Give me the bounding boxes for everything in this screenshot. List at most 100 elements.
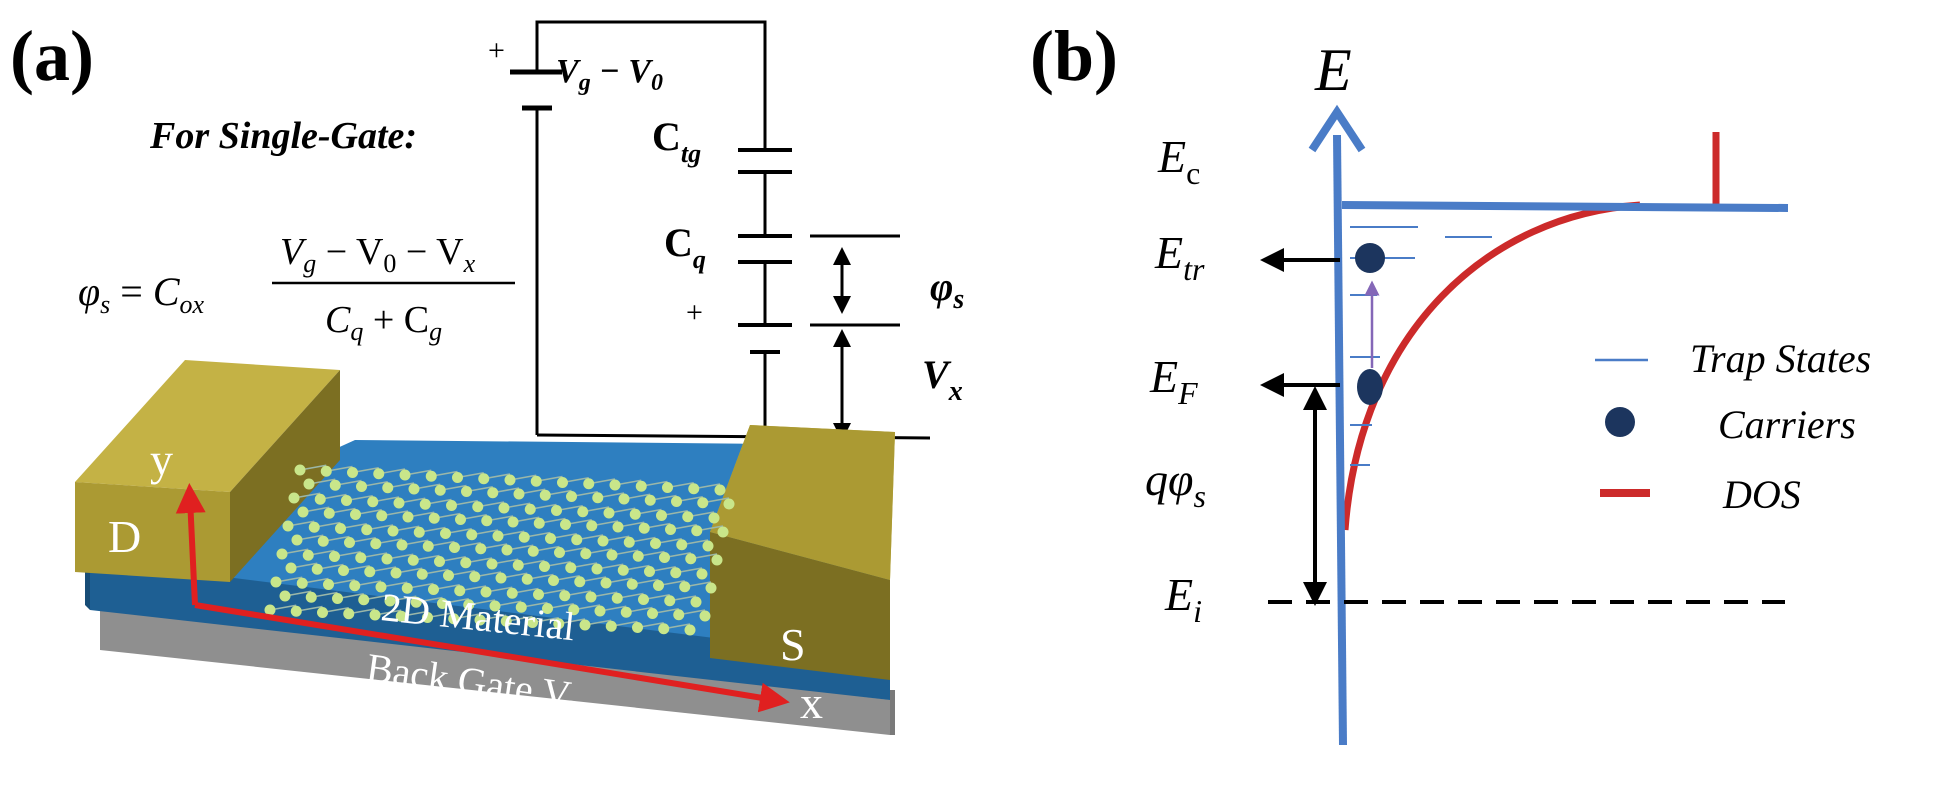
lattice-atom xyxy=(454,585,466,597)
lattice-atom xyxy=(662,482,673,493)
lattice-atom xyxy=(407,554,419,566)
lattice-atom xyxy=(376,510,388,522)
x-axis-label: x xyxy=(800,677,823,728)
lattice-atom xyxy=(506,587,518,599)
lattice-atom xyxy=(349,580,361,592)
lattice-atom xyxy=(600,577,612,589)
lattice-atom xyxy=(466,529,478,541)
lattice-atom xyxy=(463,599,475,611)
lattice-atom xyxy=(381,553,393,565)
lattice-atom xyxy=(361,524,373,536)
lattice-atom xyxy=(632,622,643,633)
lattice-atom xyxy=(332,593,343,604)
lattice-atom xyxy=(579,619,591,631)
lattice-atom xyxy=(545,533,556,544)
lattice-atom xyxy=(487,487,499,499)
drain-contact-side xyxy=(230,370,340,582)
lattice-atom xyxy=(638,594,649,605)
lattice-atom xyxy=(443,570,454,581)
lattice-atom xyxy=(343,608,355,620)
lattice-atom xyxy=(291,534,303,546)
lattice-atom xyxy=(399,469,411,481)
ef-label: EF xyxy=(1149,351,1198,411)
lattice-atom xyxy=(513,488,525,500)
carrier-lower xyxy=(1357,369,1383,405)
lattice-atom xyxy=(515,601,527,613)
energy-axis-arrowhead xyxy=(1308,104,1366,153)
lattice-atom xyxy=(474,614,486,626)
vg-source-label: Vg − V0 xyxy=(556,53,663,96)
lattice-atom xyxy=(592,492,604,504)
lattice-atom xyxy=(317,607,328,618)
lattice-atom xyxy=(469,571,481,583)
lattice-atom xyxy=(620,606,632,618)
lattice-atom xyxy=(554,547,565,558)
lattice-atom xyxy=(270,576,282,588)
phi-s-label: φs xyxy=(930,264,964,315)
panel-b: (b) E Ec xyxy=(1030,16,1871,746)
lattice-atom xyxy=(390,567,402,579)
lattice-atom xyxy=(684,624,696,636)
y-axis-arrow xyxy=(175,483,206,606)
lattice-atom xyxy=(308,521,320,533)
legend-item-trap-states: Trap States xyxy=(1690,336,1871,381)
lattice-atom xyxy=(635,480,647,492)
lattice-atom xyxy=(521,573,533,585)
lattice-atom xyxy=(702,540,714,552)
lattice-atom xyxy=(440,528,451,539)
lattice-atom xyxy=(446,500,457,511)
circuit xyxy=(535,20,931,440)
lattice-atom xyxy=(329,551,340,562)
lattice-atom xyxy=(665,524,676,535)
lattice-atom xyxy=(560,519,571,530)
lattice-atom xyxy=(498,502,510,514)
lattice-atom xyxy=(393,497,405,509)
etr-label: Etr xyxy=(1154,227,1205,287)
drain-label: D xyxy=(108,511,141,562)
lattice-atom xyxy=(638,522,650,534)
ctg-label: Ctg xyxy=(652,114,701,168)
lattice-atom xyxy=(356,481,367,492)
lattice-atom xyxy=(623,536,635,548)
lattice-atom xyxy=(708,512,720,524)
lattice-atom xyxy=(533,589,544,600)
lattice-atom xyxy=(500,615,512,627)
lattice-atom xyxy=(448,613,460,625)
lattice-atom xyxy=(504,474,516,486)
lattice-atom xyxy=(664,595,676,607)
lattice-atom xyxy=(296,577,308,589)
lattice-atom xyxy=(290,605,302,617)
lattice-atom xyxy=(329,479,341,491)
lattice-atom xyxy=(408,483,420,495)
lattice-atom xyxy=(314,493,326,505)
drain-contact-top xyxy=(75,360,340,492)
lattice-atom xyxy=(557,477,568,488)
vx-label: Vx xyxy=(922,352,963,407)
lattice-atom xyxy=(452,472,463,483)
lattice-atom xyxy=(461,486,472,497)
source-contact-front xyxy=(710,532,890,680)
lattice-atom xyxy=(609,479,621,491)
lattice-atom xyxy=(489,600,501,612)
fet-device: D S 2D Material Back Gate Vbg y x xyxy=(75,360,895,735)
lattice-atom xyxy=(294,464,306,476)
lattice-atom xyxy=(644,494,656,506)
carrier-dot-icon xyxy=(1605,407,1635,437)
lattice-atom xyxy=(480,586,492,598)
2d-material-lattice xyxy=(264,464,735,636)
lattice-atom xyxy=(688,483,700,495)
lattice-atom xyxy=(495,572,507,584)
lattice-atom xyxy=(577,506,589,518)
lattice-atom xyxy=(501,544,513,556)
lattice-atom xyxy=(691,525,703,537)
lattice-atom xyxy=(264,604,276,616)
energy-axis-label: E xyxy=(1314,37,1352,103)
lattice-atom xyxy=(396,539,408,551)
lattice-atom xyxy=(650,538,661,549)
lattice-atom xyxy=(512,559,524,571)
lattice-atom xyxy=(413,526,425,538)
dos-curve xyxy=(1341,201,1641,531)
lattice-atom xyxy=(696,568,708,580)
lattice-atom xyxy=(472,501,484,513)
lattice-atom xyxy=(644,566,655,577)
